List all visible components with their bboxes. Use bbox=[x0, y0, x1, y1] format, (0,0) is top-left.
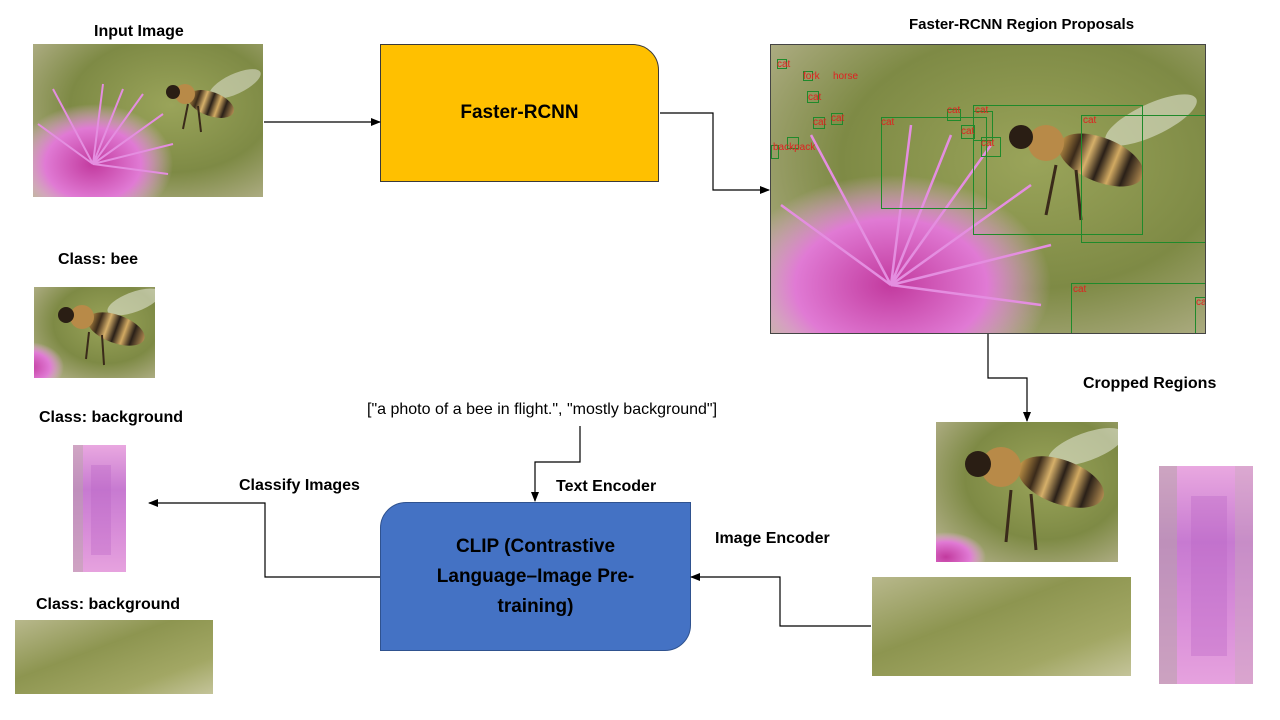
arrow-crops-to-clip bbox=[690, 573, 871, 627]
input-image bbox=[33, 44, 263, 197]
pink-crop-classified bbox=[73, 445, 126, 572]
bee-crop-classified bbox=[34, 287, 155, 378]
proposal-box bbox=[1071, 283, 1205, 333]
prompts-text: ["a photo of a bee in flight.", "mostly … bbox=[367, 401, 718, 418]
class-bee-label: Class: bee bbox=[58, 251, 139, 268]
proposal-box bbox=[807, 91, 819, 103]
proposal-tag: fork bbox=[803, 71, 820, 82]
proposal-box bbox=[813, 117, 825, 129]
proposal-tag: cat bbox=[981, 138, 995, 149]
proposal-tag: cat bbox=[1073, 284, 1087, 295]
region-proposals-image: cat fork horse cat cat cat cat cat cat c… bbox=[770, 44, 1206, 334]
proposal-box bbox=[777, 59, 787, 69]
bee-shape bbox=[166, 69, 261, 133]
arrow-rcnn-to-proposals bbox=[660, 112, 770, 194]
green-crop-classified bbox=[15, 620, 213, 694]
proposal-tag: cat bbox=[975, 105, 989, 116]
proposal-box bbox=[981, 137, 1001, 157]
proposals-label: Faster-RCNN Region Proposals bbox=[909, 16, 1135, 33]
proposal-tag: cat bbox=[881, 117, 895, 128]
arrow-prompts-to-clip bbox=[531, 426, 581, 502]
clip-label: CLIP (Contrastive Language–Image Pre-tra… bbox=[436, 535, 635, 617]
proposal-box bbox=[1195, 297, 1205, 333]
proposal-box bbox=[881, 117, 987, 209]
image-encoder-label: Image Encoder bbox=[715, 530, 830, 547]
proposal-box bbox=[771, 145, 779, 159]
text-encoder-label: Text Encoder bbox=[556, 478, 657, 495]
proposal-tag: cat bbox=[947, 105, 961, 116]
class-background-label-2: Class: background bbox=[36, 596, 181, 613]
clip-box: CLIP (Contrastive Language–Image Pre-tra… bbox=[380, 502, 691, 651]
proposal-box bbox=[787, 137, 799, 149]
cropped-regions-label: Cropped Regions bbox=[1083, 375, 1217, 392]
proposal-tag: cat bbox=[1083, 115, 1097, 126]
arrow-clip-to-classified bbox=[148, 499, 380, 578]
proposal-box bbox=[973, 105, 1143, 235]
proposal-tag: cat bbox=[1196, 297, 1205, 308]
proposal-box bbox=[831, 113, 843, 125]
proposal-tag: cat bbox=[961, 126, 975, 137]
green-crop bbox=[872, 577, 1131, 676]
proposal-box bbox=[803, 71, 813, 81]
proposal-tag: cat bbox=[808, 92, 822, 103]
proposal-tag: backpack bbox=[773, 142, 816, 153]
proposal-tag: horse bbox=[833, 71, 859, 82]
faster-rcnn-box: Faster-RCNN bbox=[380, 44, 659, 182]
bee-crop bbox=[936, 422, 1118, 562]
proposal-tag: cat bbox=[813, 117, 827, 128]
classify-images-label: Classify Images bbox=[239, 477, 360, 494]
proposal-box bbox=[961, 125, 975, 139]
input-image-label: Input Image bbox=[94, 23, 184, 40]
pink-crop bbox=[1159, 466, 1253, 684]
faster-rcnn-label: Faster-RCNN bbox=[460, 102, 579, 123]
class-background-label-1: Class: background bbox=[39, 409, 184, 426]
proposal-box bbox=[1081, 115, 1205, 243]
arrow-proposals-to-crops bbox=[987, 334, 1031, 422]
proposal-box bbox=[947, 109, 961, 121]
proposal-tag: cat bbox=[831, 113, 845, 124]
flower-shape bbox=[33, 83, 174, 197]
proposal-tag: cat bbox=[777, 59, 791, 70]
